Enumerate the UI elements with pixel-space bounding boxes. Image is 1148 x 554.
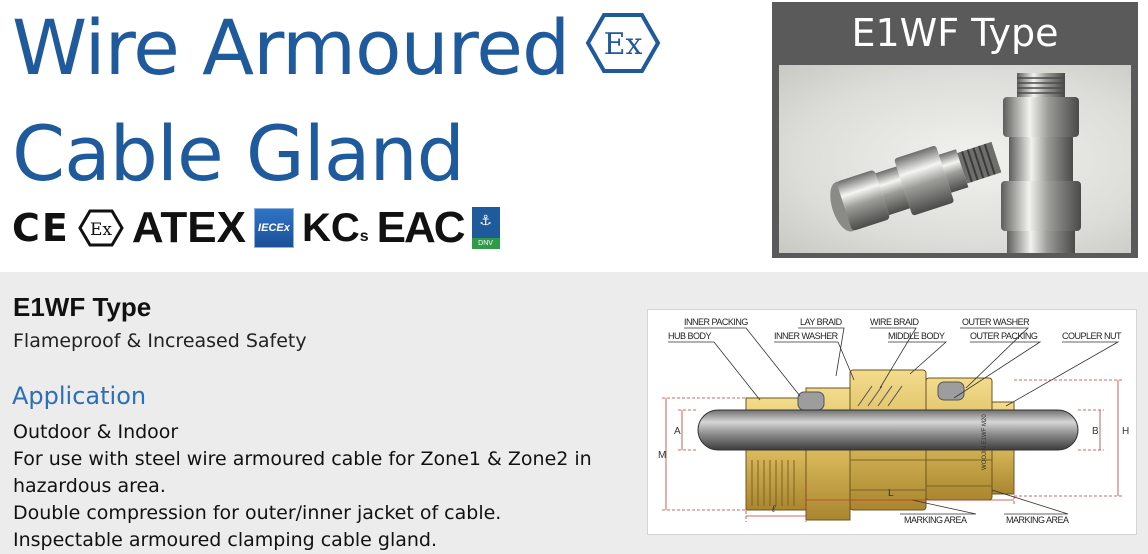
dim-b: B bbox=[1092, 426, 1099, 437]
label-wire-braid: WIRE BRAID bbox=[870, 317, 920, 327]
product-photo-panel: E1WF Type bbox=[772, 2, 1138, 258]
photo-panel-title: E1WF Type bbox=[851, 11, 1059, 55]
iecex-logo: IECEx bbox=[253, 208, 294, 248]
application-line: For use with steel wire armoured cable f… bbox=[13, 448, 592, 470]
dim-a: A bbox=[674, 426, 681, 437]
ex-mark-text: Ex bbox=[604, 27, 643, 62]
label-outer-washer: OUTER WASHER bbox=[962, 317, 1030, 327]
application-line: Outdoor & Indoor bbox=[13, 421, 179, 443]
label-marking-area-1: MARKING AREA bbox=[904, 515, 967, 525]
dim-h: H bbox=[1122, 426, 1129, 437]
application-heading: Application bbox=[12, 382, 147, 410]
ship-badge-text: DNV bbox=[471, 238, 500, 249]
kcs-small: s bbox=[359, 227, 369, 245]
ex-small-text: Ex bbox=[90, 220, 112, 240]
application-line: Double compression for outer/inner jacke… bbox=[13, 502, 502, 524]
ex-hexagon-icon: Ex bbox=[585, 13, 661, 73]
product-photo bbox=[779, 65, 1131, 253]
label-marking-area-2: MARKING AREA bbox=[1006, 515, 1069, 525]
dim-m: M bbox=[658, 450, 666, 461]
page-title-line-1: Wire Armoured bbox=[12, 3, 570, 92]
atex-mark: ATEX bbox=[131, 203, 246, 252]
label-outer-packing: OUTER PACKING bbox=[970, 331, 1038, 341]
label-lay-braid: LAY BRAID bbox=[800, 317, 843, 327]
type-subtitle: Flameproof & Increased Safety bbox=[13, 330, 307, 352]
label-inner-washer: INNER WASHER bbox=[774, 331, 839, 341]
type-heading: E1WF Type bbox=[13, 292, 152, 322]
label-inner-packing: INNER PACKING bbox=[684, 317, 748, 327]
anchor-icon: ⚓ bbox=[471, 207, 500, 238]
ex-hexagon-small-icon: Ex bbox=[78, 209, 124, 247]
page-title-line-2: Cable Gland bbox=[12, 109, 465, 198]
dim-l: L bbox=[888, 488, 894, 499]
cable-gland-illustration bbox=[830, 73, 1081, 253]
application-line: Inspectable armoured clamping cable glan… bbox=[13, 529, 438, 551]
label-coupler-nut: COUPLER NUT bbox=[1062, 331, 1122, 341]
ship-registry-badge: ⚓ DNV bbox=[471, 207, 500, 249]
body-stamp-text: WOOJIN E1WF M20 bbox=[982, 414, 988, 470]
cable-gland-cross-section: WOOJIN E1WF M20 INNER PACKING LAY BRAID … bbox=[658, 317, 1129, 525]
application-list: Outdoor & Indoor For use with steel wire… bbox=[13, 419, 592, 554]
dim-l-small: ℓ bbox=[771, 504, 776, 515]
label-hub-body: HUB BODY bbox=[668, 331, 712, 341]
product-info-section: E1WF Type Flameproof & Increased Safety … bbox=[0, 272, 1148, 554]
label-middle-body: MIDDLE BODY bbox=[888, 331, 945, 341]
eac-mark: EAC bbox=[376, 203, 466, 252]
kcs-main: KC bbox=[301, 205, 360, 250]
application-line: hazardous area. bbox=[13, 475, 166, 497]
ce-mark: CE bbox=[12, 206, 70, 250]
technical-diagram: WOOJIN E1WF M20 INNER PACKING LAY BRAID … bbox=[647, 309, 1137, 535]
